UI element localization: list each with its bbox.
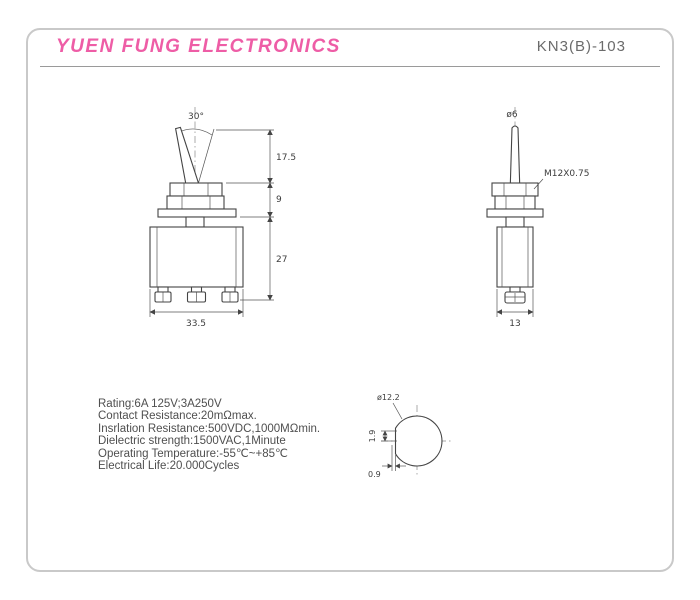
- specifications: Rating:6A 125V;3A250V Contact Resistance…: [98, 398, 320, 472]
- spec-insulation-resistance: Insrlation Resistance:500VDC,1000MΩmin.: [98, 422, 321, 435]
- company-name: YUEN FUNG ELECTRONICS: [56, 36, 341, 57]
- front-bushing: [157, 182, 237, 228]
- side-dimensions: 13: [496, 289, 534, 329]
- side-lever-diameter-label: ø6: [506, 110, 518, 120]
- detail-dimensions: ø12.2 1.9 0.9: [368, 393, 406, 479]
- front-lever-height-label: 17.5: [276, 153, 296, 163]
- front-dimensions: 17.5 9 27 33.5: [149, 129, 296, 329]
- front-bushing-height-label: 9: [276, 195, 282, 205]
- side-bushing: M12X0.75: [486, 169, 589, 228]
- side-body-depth-label: 13: [509, 319, 520, 329]
- front-view-drawing: 30°: [149, 107, 296, 329]
- panel-cutout-drawing: ø12.2 1.9 0.9: [368, 393, 453, 479]
- side-view-drawing: ø6 M12X0.75: [486, 107, 589, 329]
- front-terminals: [154, 286, 239, 303]
- detail-cutout-shape: [394, 415, 443, 467]
- front-throw-angle-label: 30°: [188, 112, 204, 122]
- side-lever: ø6: [506, 110, 521, 196]
- page-frame: [26, 28, 674, 572]
- front-body: [149, 226, 244, 288]
- spec-rating: Rating:6A 125V;3A250V: [98, 398, 222, 410]
- header-divider: [40, 66, 660, 67]
- spec-contact-resistance: Contact Resistance:20mΩmax.: [98, 410, 257, 423]
- side-thread-spec-label: M12X0.75: [544, 169, 589, 179]
- spec-electrical-life: Electrical Life:20.000Cycles: [98, 460, 240, 473]
- detail-keyway-width-label: 1.9: [368, 430, 377, 443]
- spec-operating-temperature: Operating Temperature:-55℃~+85℃: [98, 447, 288, 460]
- model-number: KN3(B)-103: [536, 38, 626, 55]
- detail-keyway-depth-label: 0.9: [368, 470, 381, 479]
- side-terminal: [504, 286, 526, 304]
- side-body: [496, 226, 534, 288]
- spec-dielectric-strength: Dielectric strength:1500VAC,1Minute: [98, 435, 286, 448]
- detail-diameter-label: ø12.2: [377, 393, 400, 402]
- front-body-width-label: 33.5: [186, 319, 206, 329]
- front-body-height-label: 27: [276, 255, 287, 265]
